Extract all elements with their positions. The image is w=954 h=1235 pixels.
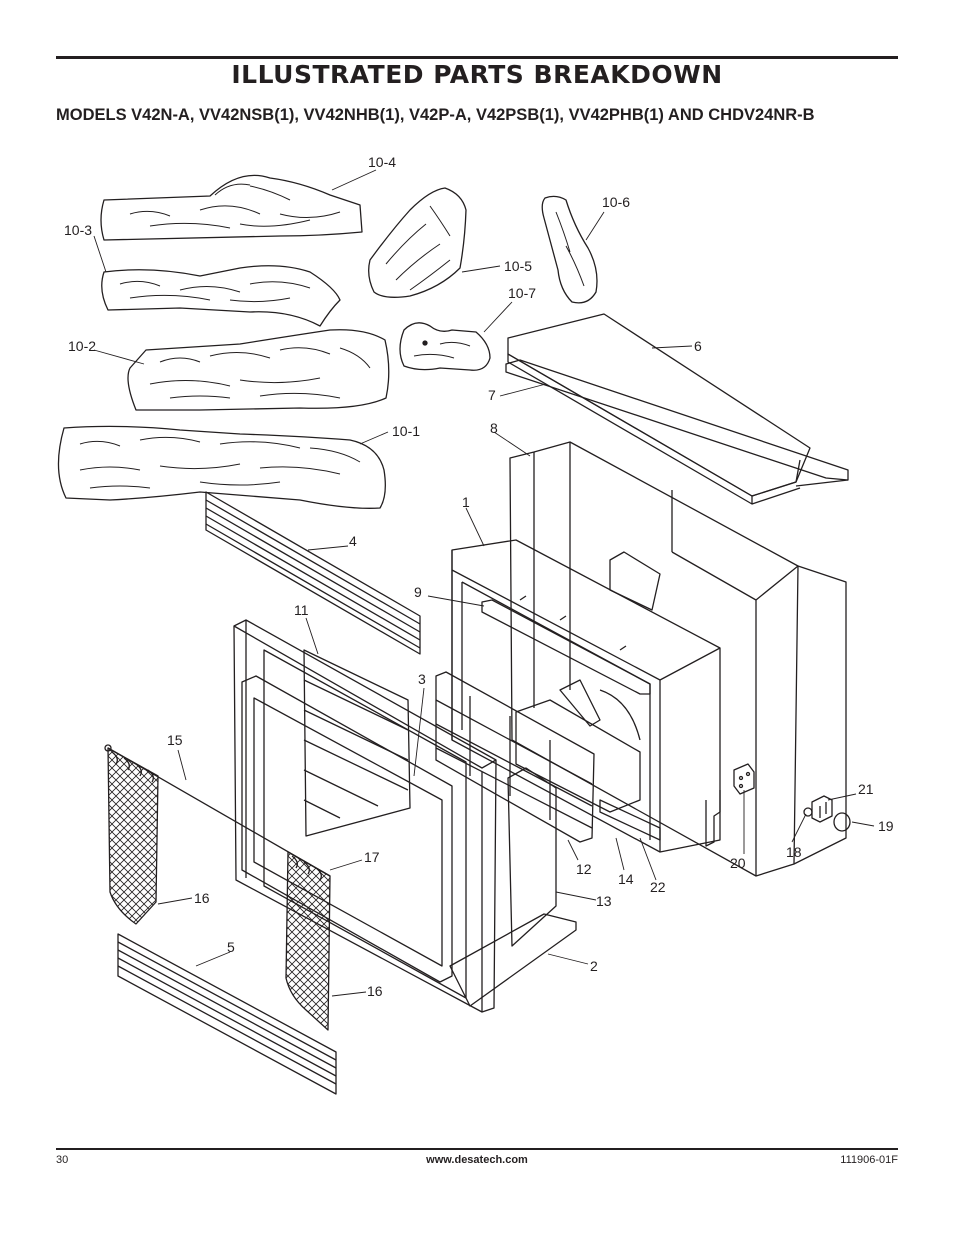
callout-16-right: 16 [367,983,383,999]
callout-9: 9 [414,584,422,600]
callout-10-3: 10-3 [64,222,92,238]
callout-6: 6 [694,338,702,354]
callout-15: 15 [167,732,183,748]
bottom-rule [56,1148,898,1150]
brick-panel-3 [303,649,411,837]
callout-1: 1 [462,494,470,510]
callout-labels: 10-4 10-3 10-6 10-5 10-7 10-2 10-1 6 7 8… [64,154,894,999]
log-10-7 [399,322,491,371]
log-10-5 [368,187,467,298]
callout-19: 19 [878,818,894,834]
callout-16-left: 16 [194,890,210,906]
log-10-4 [100,174,363,241]
website-link[interactable]: www.desatech.com [426,1154,528,1166]
callout-8: 8 [490,420,498,436]
log-10-1 [57,425,386,509]
page-title: ILLUSTRATED PARTS BREAKDOWN [231,60,723,89]
callout-10-1: 10-1 [392,423,420,439]
louver-5 [117,933,337,1095]
receptacle-21 [811,795,833,823]
callout-11: 11 [294,602,309,618]
junction-box-20 [733,763,755,795]
models-heading: MODELS V42N-A, VV42NSB(1), VV42NHB(1), V… [56,106,815,124]
legs [705,790,721,847]
callout-12: 12 [576,861,592,877]
callout-13: 13 [596,893,612,909]
callout-17: 17 [364,849,380,865]
callout-7: 7 [488,387,496,403]
firebox-1 [451,539,721,853]
screen-16-right [285,851,331,1031]
page-number: 30 [56,1154,69,1166]
callout-18: 18 [786,844,802,860]
callout-10-5: 10-5 [504,258,532,274]
callout-22: 22 [650,879,666,895]
callout-10-7: 10-7 [508,285,536,301]
top-panel-6 [507,313,811,505]
base-2 [449,913,577,1007]
brick-panel-12 [435,671,595,843]
log-10-3 [101,265,341,327]
top-rule [56,56,898,59]
screen-16-left [107,747,159,925]
bracket-9 [481,599,651,695]
callout-20: 20 [730,855,746,871]
callout-10-2: 10-2 [68,338,96,354]
callout-10-4: 10-4 [368,154,396,170]
louver-4 [205,491,421,655]
top-panel-7 [505,359,849,487]
callout-21: 21 [858,781,874,797]
burner-assembly [515,679,661,841]
callout-3: 3 [418,671,426,687]
leader-lines [93,169,875,997]
glass-door [241,675,453,983]
log-10-2 [127,329,390,411]
cover-19 [833,812,851,832]
outer-shell-8 [509,441,847,877]
callout-10-6: 10-6 [602,194,630,210]
log-10-6 [541,195,598,304]
callout-5: 5 [227,939,235,955]
callout-4: 4 [349,533,357,549]
callout-14: 14 [618,871,634,887]
document-number: 111906-01F [840,1154,898,1166]
callout-2: 2 [590,958,598,974]
side-panel-13 [507,767,557,947]
